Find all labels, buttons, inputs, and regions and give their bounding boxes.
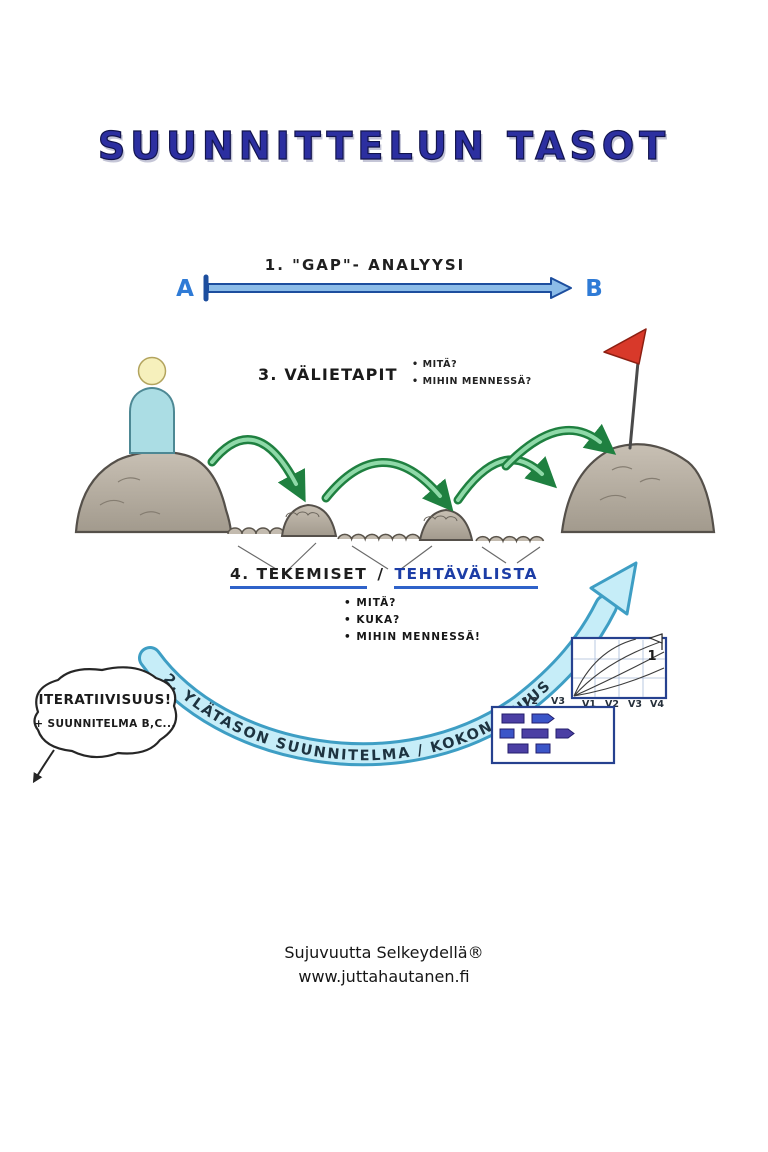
hop-arrows [207,423,617,512]
tasks-heading-word1: 4. TEKEMISET [229,565,368,589]
hop-arrow-3-highlight [456,457,544,502]
board-bar [499,728,515,739]
task-callout-lines [237,542,541,570]
goal-hill [560,443,716,534]
iteration-bubble: ITERATIIVISUUS! + SUUNNITELMA B,C... [32,666,178,784]
axis-label-v2: V2 [605,699,619,710]
chart-flag-number: 1 [647,649,656,664]
hop-arrow-1-highlight [210,437,298,486]
middle-mound-1 [280,503,338,537]
footer: Sujuvuutta Selkeydellä® www.juttahautane… [0,941,768,989]
board-bar [521,728,549,739]
axis-label-v1: V1 [582,699,596,710]
plan-band-arrowhead [589,561,638,616]
bubble-tail-arrow [32,749,55,784]
backlog-board-box [490,705,616,765]
gap-point-a-label: A [176,276,194,302]
tasks-bullet-1: • MITÄ? [344,597,397,609]
stone-scallops-left [227,527,285,535]
middle-mound-1-texture [285,511,320,518]
milestones-heading: 3. VÄLIETAPIT [258,365,398,384]
left-rock [74,450,233,534]
hop-arrow-4-highlight [504,428,602,468]
hop-arrow-2-highlight [324,460,442,500]
left-rock-texture [99,477,161,516]
page-title: SUUNNITTELUN TASOT [97,123,671,168]
milestones-bullet-1: • MITÄ? [412,359,457,370]
gap-analysis-label: 1. "GAP"- ANALYYSI [265,256,465,274]
stone-scallops-middle [337,533,421,542]
goal-flag-icon [603,328,647,365]
bubble-outline [33,666,178,759]
footer-brand: Sujuvuutta Selkeydellä® [284,943,484,962]
board-bar [535,743,551,754]
goal-hill-texture [599,466,661,501]
stone-scallops-right [475,535,545,544]
burnup-chart-grid [573,640,665,697]
bubble-line-1: ITERATIIVISUUS! [38,692,171,708]
axis-label-v4: V4 [650,699,664,710]
gap-analysis-arrow: 1. "GAP"- ANALYYSI A B [176,256,603,302]
board-bar [507,743,529,754]
tasks-bullet-2: • KUKA? [344,614,401,626]
gap-point-b-label: B [585,276,603,302]
person-head [137,356,167,386]
footer-website: www.juttahautanen.fi [298,967,470,986]
middle-mound-2 [418,508,474,541]
flag-pole [628,360,640,450]
burnup-chart-curves [573,638,665,697]
tasks-heading-word2: TEHTÄVÄLISTA [394,565,539,589]
middle-mound-2-texture [423,515,458,522]
landscape [74,328,716,544]
tasks-bullet-3: • MIHIN MENNESSÄ! [344,631,481,643]
axis-label-v3: V3 [628,699,642,710]
board-bar-arrow [555,728,575,739]
milestones-bullet-2: • MIHIN MENNESSÄ? [412,376,532,387]
board-bar-arrow [531,713,555,724]
gap-arrow-body [207,277,572,299]
milestones-block: 3. VÄLIETAPIT • MITÄ? • MIHIN MENNESSÄ? [258,359,532,387]
tasks-heading: 4. TEKEMISET / TEHTÄVÄLISTA [0,565,768,589]
mini-charts: 1 V1 V2 V3 V4 V2 V3 [490,633,668,765]
tasks-heading-separator: / [377,565,385,583]
board-bar [501,713,525,724]
board-header-v2: V2 [524,696,538,707]
person-body [129,387,175,454]
chart-flag-icon [648,633,663,644]
board-header-v3: V3 [551,696,565,707]
bubble-line-2: + SUUNNITELMA B,C... [34,718,175,730]
tasks-bullets: • MITÄ? • KUKA? • MIHIN MENNESSÄ! [344,595,481,646]
